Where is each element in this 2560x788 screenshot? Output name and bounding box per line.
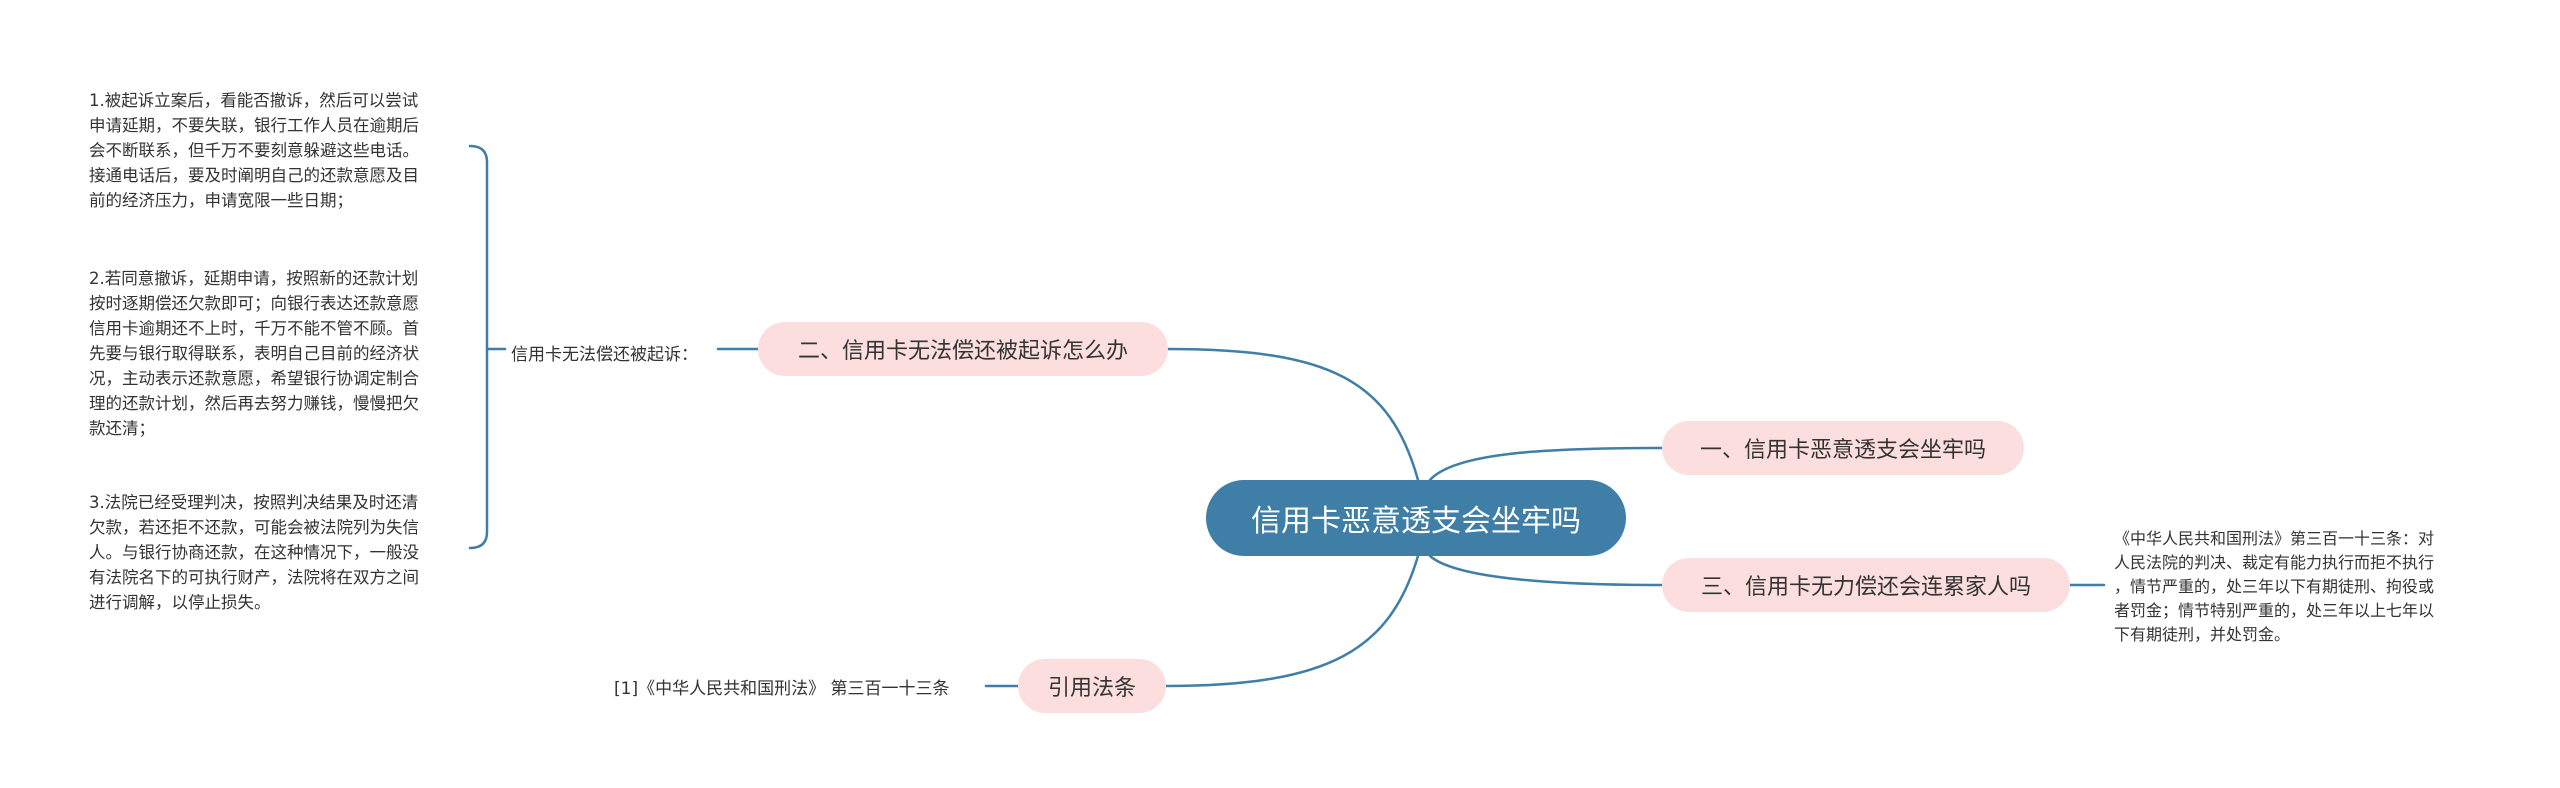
topic-family-implicated-label: 三、信用卡无力偿还会连累家人吗 — [1700, 575, 2031, 600]
sued-item-3[interactable]: 3.法院已经受理判决，按照判决结果及时还清 欠款，若还拒不还款，可能会被法院列为… — [89, 490, 419, 615]
topic-malicious-overdraft[interactable]: 一、信用卡恶意透支会坐牢吗 — [1662, 421, 2024, 475]
sued-item-2[interactable]: 2.若同意撤诉，延期申请，按照新的还款计划 按时逐期偿还欠款即可；向银行表达还款… — [89, 266, 419, 441]
topic-family-implicated[interactable]: 三、信用卡无力偿还会连累家人吗 — [1662, 558, 2070, 612]
sued-item-2-line: 款还清； — [89, 419, 155, 438]
sued-item-1[interactable]: 1.被起诉立案后，看能否撤诉，然后可以尝试 申请延期，不要失联，银行工作人员在逾… — [89, 88, 419, 213]
sued-item-3-line: 3.法院已经受理判决，按照判决结果及时还清 — [89, 493, 419, 512]
edge-root-topic-2 — [1166, 347, 1420, 482]
edge-root-topic-1 — [1428, 446, 1664, 482]
sued-item-2-line: 先要与银行取得联系，表明自己目前的经济状 — [89, 344, 419, 363]
criminal-law-note-line: 下有期徒刑，并处罚金。 — [2114, 625, 2291, 644]
bracket-topic-2-items — [468, 144, 489, 550]
sued-item-2-line: 按时逐期偿还欠款即可；向银行表达还款意愿 — [89, 294, 419, 313]
criminal-law-note[interactable]: 《中华人民共和国刑法》第三百一十三条：对 人民法院的判决、裁定有能力执行而拒不执… — [2114, 527, 2434, 647]
sued-item-1-line: 1.被起诉立案后，看能否撤诉，然后可以尝试 — [89, 91, 419, 110]
sued-item-1-line: 申请延期，不要失联，银行工作人员在逾期后 — [89, 116, 419, 135]
edge-root-topic-3 — [1428, 554, 1664, 587]
sued-item-2-line: 信用卡逾期还不上时，千万不能不管不顾。首 — [89, 319, 419, 338]
sued-item-3-line: 人。与银行协商还款，在这种情况下，一般没 — [89, 543, 419, 562]
root-topic-label: 信用卡恶意透支会坐牢吗 — [1251, 504, 1581, 539]
sued-item-3-line: 有法院名下的可执行财产，法院将在双方之间 — [89, 568, 419, 587]
sued-item-2-line: 理的还款计划，然后再去努力赚钱，慢慢把欠 — [89, 394, 419, 413]
criminal-law-note-line: 《中华人民共和国刑法》第三百一十三条：对 — [2114, 529, 2435, 548]
topic-references-label: 引用法条 — [1047, 676, 1136, 701]
sued-item-3-line: 进行调解，以停止损失。 — [89, 593, 271, 612]
sued-item-1-line: 会不断联系，但千万不要刻意躲避这些电话。 — [89, 141, 419, 160]
criminal-law-note-line: 者罚金；情节特别严重的，处三年以上七年以 — [2114, 601, 2435, 620]
topic-repay-sued-label: 二、信用卡无法偿还被起诉怎么办 — [797, 339, 1128, 364]
criminal-law-note-line: ，情节严重的，处三年以下有期徒刑、拘役或 — [2114, 577, 2435, 596]
topic-references[interactable]: 引用法条 — [1018, 659, 1166, 713]
sued-item-2-line: 2.若同意撤诉，延期申请，按照新的还款计划 — [89, 269, 419, 288]
sued-item-3-line: 欠款，若还拒不还款，可能会被法院列为失信 — [89, 518, 419, 537]
sued-subtopic-label[interactable]: 信用卡无法偿还被起诉： — [511, 345, 698, 365]
topic-repay-sued[interactable]: 二、信用卡无法偿还被起诉怎么办 — [758, 322, 1168, 376]
root-topic[interactable]: 信用卡恶意透支会坐牢吗 — [1206, 480, 1626, 556]
sued-item-2-line: 况，主动表示还款意愿，希望银行协调定制合 — [89, 369, 419, 388]
edge-root-references — [1164, 554, 1420, 688]
sued-item-1-line: 接通电话后，要及时阐明自己的还款意愿及目 — [89, 166, 419, 185]
sued-item-1-line: 前的经济压力，申请宽限一些日期； — [89, 191, 353, 210]
reference-item[interactable]: [1]《中华人民共和国刑法》 第三百一十三条 — [614, 679, 950, 699]
topic-malicious-overdraft-label: 一、信用卡恶意透支会坐牢吗 — [1699, 438, 1986, 463]
criminal-law-note-line: 人民法院的判决、裁定有能力执行而拒不执行 — [2114, 553, 2435, 572]
